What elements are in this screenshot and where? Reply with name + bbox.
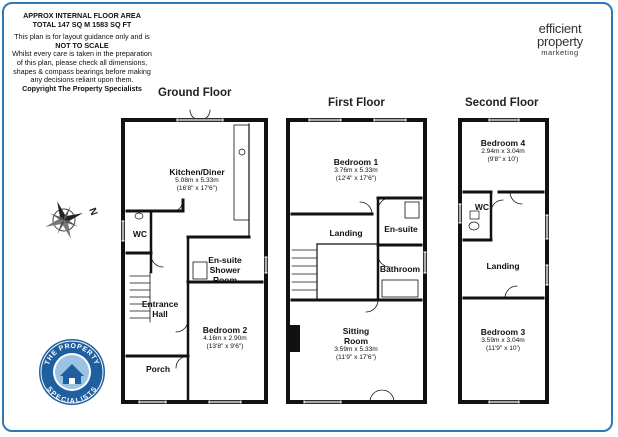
first-floor-title: First Floor [328, 97, 385, 109]
page-frame [2, 2, 613, 432]
disclaimer-block: APPROX INTERNAL FLOOR AREA TOTAL 147 SQ … [8, 11, 156, 93]
property-specialists-seal: THE PROPERTY SPECIALISTS [39, 339, 105, 405]
brand-line-3: marketing [541, 48, 579, 57]
care-text-3: shapes & compass bearings before making [13, 66, 151, 76]
room-bedroom-1: Bedroom 1 3.76m x 5.33m (12'4" x 17'6") [333, 157, 379, 182]
room-landing-first: Landing [329, 228, 363, 238]
compass-rose-icon: N [45, 201, 99, 239]
brand-logo: efficient property marketing [514, 22, 606, 58]
room-porch: Porch [145, 364, 171, 374]
room-wc-second: WC [474, 202, 490, 212]
room-bathroom: Bathroom [379, 264, 421, 274]
care-text-1: Whilst every care is taken in the prepar… [12, 49, 152, 59]
guidance-text: This plan is for layout guidance only an… [14, 32, 150, 42]
ground-floor-title: Ground Floor [158, 87, 232, 99]
room-wc-ground: WC [132, 229, 148, 239]
room-entrance-hall: Entrance Hall [141, 299, 179, 319]
care-text-4: any decisions reliant upon them. [30, 75, 134, 85]
room-sitting-room: Sitting Room 3.59m x 5.33m (11'9" x 17'6… [334, 326, 378, 361]
first-floor-plan [286, 118, 427, 404]
room-bedroom-2: Bedroom 2 4.16m x 2.90m (13'8" x 9'6") [202, 325, 248, 350]
room-ensuite-shower: En-suite Shower Room [208, 255, 242, 285]
copyright-text: Copyright The Property Specialists [22, 83, 142, 93]
brand-line-2: property [536, 34, 584, 49]
room-bedroom-4: Bedroom 4 2.94m x 3.04m (9'8" x 10') [480, 138, 526, 163]
second-floor-title: Second Floor [465, 97, 539, 109]
area-line-2: TOTAL 147 SQ M 1583 SQ FT [32, 19, 132, 29]
room-kitchen-diner: Kitchen/Diner 5.08m x 5.33m (16'8" x 17'… [169, 167, 225, 192]
brand-line-1: efficient [538, 21, 582, 36]
ground-floor-plan [121, 109, 268, 404]
room-landing-second: Landing [486, 261, 520, 271]
compass-north-label: N [86, 206, 99, 217]
area-line-1: APPROX INTERNAL FLOOR AREA [23, 11, 141, 20]
care-text-2: of this plan, please check all dimension… [16, 57, 148, 67]
second-floor-plan [458, 118, 549, 404]
not-to-scale-text: NOT TO SCALE [55, 40, 109, 50]
room-bedroom-3: Bedroom 3 3.59m x 3.04m (11'9" x 10') [480, 327, 526, 352]
room-ensuite-first: En-suite [384, 224, 418, 234]
